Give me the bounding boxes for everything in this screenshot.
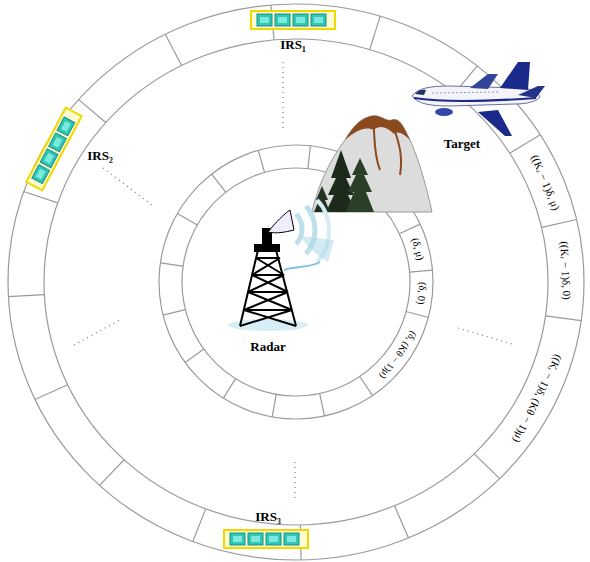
rings <box>8 4 584 560</box>
outer-ring <box>8 4 584 560</box>
cell-divider <box>160 263 183 266</box>
cell-divider <box>399 224 420 234</box>
dotted-line <box>294 462 295 502</box>
cell-divider <box>193 509 206 542</box>
irs-panels <box>26 11 335 548</box>
cell-divider <box>410 270 433 272</box>
dotted-line <box>74 320 120 345</box>
cell-divider <box>474 454 499 479</box>
cell-divider <box>510 135 541 154</box>
dotted-lines <box>74 62 512 502</box>
cell-divider <box>79 100 106 123</box>
dotted-line <box>282 62 283 130</box>
cell-divider <box>320 394 325 416</box>
irs-label: IRS₁ <box>280 38 306 51</box>
cell-divider <box>35 385 68 400</box>
cell-divider <box>177 214 197 226</box>
cell-divider <box>223 379 235 399</box>
cell-label: ((Kᵣ − 1)δ, (Kθ − 1)μ) <box>511 352 564 443</box>
cell-divider <box>165 34 181 65</box>
target-label: Target <box>444 137 480 150</box>
cell-divider <box>212 174 226 192</box>
dotted-line <box>458 328 512 344</box>
cell-divider <box>360 377 373 396</box>
cell-divider <box>24 191 58 202</box>
cell-divider <box>272 394 276 417</box>
dotted-line <box>103 168 152 205</box>
cell-label: ((Kᵣ − 1)δ, 0) <box>559 241 573 300</box>
airplane <box>412 62 545 136</box>
cell-divider <box>8 295 44 297</box>
cell-divider <box>370 16 381 49</box>
cell-divider <box>406 312 428 318</box>
cell-divider <box>394 506 408 538</box>
irs-panel <box>224 530 308 548</box>
cell-divider <box>308 146 310 169</box>
radar-label: Radar <box>250 340 285 353</box>
cell-divider <box>185 349 204 363</box>
cell-divider <box>546 316 582 321</box>
cell-divider <box>542 219 577 227</box>
irs-label: IRS₃ <box>255 510 281 523</box>
outer-ring <box>44 39 548 525</box>
irs-panel <box>251 11 335 29</box>
cell-label: (δ, μ) <box>409 237 425 262</box>
radar-tower <box>228 200 334 331</box>
mountain <box>312 116 432 212</box>
cell-label: (δ, 0) <box>415 281 427 304</box>
cell-divider <box>100 460 125 486</box>
cell-divider <box>163 310 185 316</box>
irs-label: IRS₂ <box>87 149 113 162</box>
cell-divider <box>258 150 264 172</box>
irs-panel <box>26 108 81 191</box>
